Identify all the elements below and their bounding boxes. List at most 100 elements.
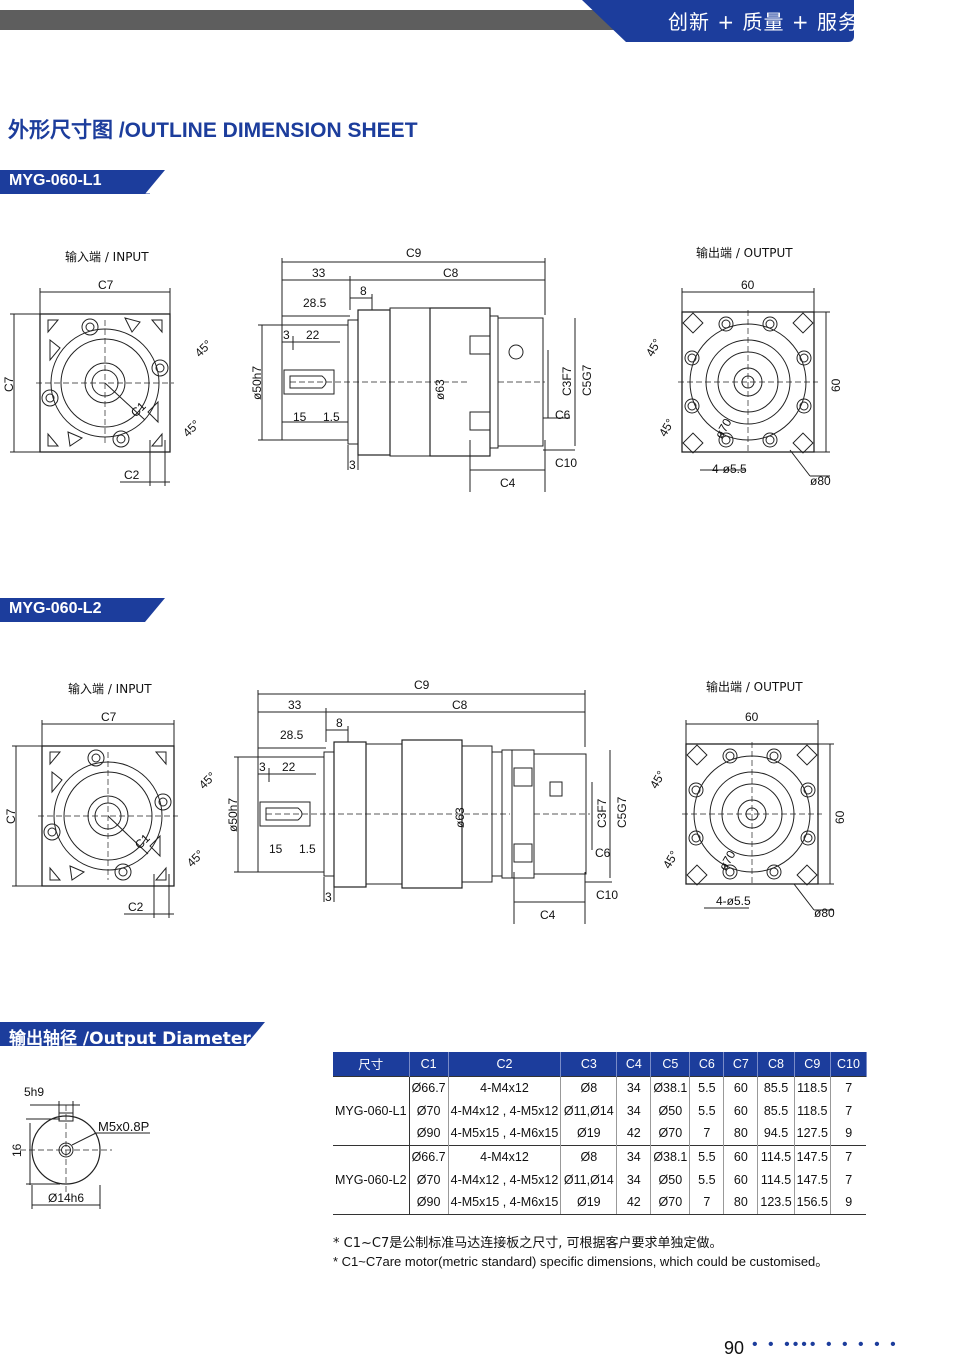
- c5-label-l1: C5G7: [580, 364, 594, 396]
- table-cell: 7: [829, 1099, 867, 1122]
- table-cell: 147.5: [793, 1144, 831, 1168]
- drawing-l2-svg: [12, 690, 834, 924]
- table-cell: 5.5: [689, 1144, 724, 1168]
- table-cell: 34: [616, 1144, 651, 1168]
- table-cell: 60: [723, 1144, 758, 1168]
- shaft-thread-label: M5x0.8P: [98, 1119, 150, 1134]
- dim-80-l1: ø80: [810, 474, 831, 488]
- table-cell: Ø19: [560, 1122, 617, 1145]
- table-cell: 123.5: [757, 1191, 795, 1215]
- table-cell: 114.5: [757, 1144, 795, 1168]
- spec-table: 尺寸 C1 C2 C3 C4 C5 C6 C7 C8 C9 C10 MYG-06…: [333, 1052, 867, 1215]
- table-cell: 94.5: [757, 1122, 795, 1145]
- dim-33-l2: 33: [288, 698, 302, 712]
- table-cell: 5.5: [689, 1168, 724, 1191]
- table-cell: 7: [689, 1191, 724, 1215]
- table-cell: Ø66.7: [409, 1144, 449, 1168]
- table-row: Ø90 4-M5x15 , 4-M6x15 Ø19 42 Ø70 7 80 94…: [333, 1122, 867, 1145]
- c9-label-l2: C9: [414, 678, 430, 692]
- page-title: 外形尺寸图 /OUTLINE DIMENSION SHEET: [8, 119, 418, 142]
- shaft-section-diagram: 5h9 M5x0.8P 16 Ø14h6: [0, 1075, 170, 1215]
- output-label-l2: 输出端 / OUTPUT: [706, 680, 803, 694]
- dim-1-5-l1: 1.5: [323, 410, 340, 424]
- col-header-c9: C9: [794, 1052, 831, 1076]
- table-cell: 114.5: [757, 1168, 795, 1191]
- slogan-tab-shape: [582, 0, 854, 42]
- model-cell-l1: MYG-060-L1: [333, 1075, 410, 1145]
- input-flange-view-l1: [10, 288, 174, 486]
- table-cell: 4-M4x12: [447, 1144, 561, 1168]
- page-number: 90: [724, 1338, 745, 1358]
- table-cell: 9: [829, 1191, 867, 1215]
- dim-50-l2: ø50h7: [226, 797, 240, 832]
- table-cell: 34: [616, 1168, 651, 1191]
- table-cell: 4-M4x12: [447, 1075, 561, 1099]
- output-flange-view-l2: [682, 720, 834, 911]
- table-cell: Ø50: [650, 1099, 690, 1122]
- c4-label-l1: C4: [500, 476, 516, 490]
- table-cell: Ø11,Ø14: [560, 1168, 617, 1191]
- dim-15-l2: 15: [269, 842, 283, 856]
- table-row: Ø70 4-M4x12 , 4-M5x12 Ø11,Ø14 34 Ø50 5.5…: [333, 1168, 867, 1191]
- table-cell: 80: [723, 1122, 758, 1145]
- model-tag-l2-label: MYG-060-L2: [9, 600, 102, 617]
- output-label-l1: 输出端 / OUTPUT: [696, 246, 793, 260]
- table-cell: Ø70: [416, 1172, 441, 1187]
- c7v-label-l1: C7: [2, 376, 16, 392]
- col-header-size: 尺寸: [333, 1052, 410, 1076]
- table-cell: 7: [689, 1122, 724, 1145]
- table-cell: 4-M5x15 , 4-M6x15: [447, 1122, 561, 1145]
- table-cell: Ø70: [650, 1122, 690, 1145]
- dim-22-l1: 22: [306, 328, 320, 342]
- c3-label-l2: C3F7: [595, 798, 609, 828]
- table-cell: 34: [616, 1075, 651, 1099]
- dim-60h-l1: 60: [741, 278, 755, 292]
- c8-label-l2: C8: [452, 698, 468, 712]
- top-gray-bar: [0, 10, 640, 30]
- table-cell: 7: [829, 1075, 867, 1099]
- table-cell: 156.5: [793, 1191, 831, 1215]
- table-row: MYG-060-L1 Ø66.7 4-M4x12 Ø8 34 Ø38.1 5.5…: [333, 1075, 867, 1145]
- table-cell: 60: [723, 1168, 758, 1191]
- col-header-c5: C5: [650, 1052, 691, 1076]
- table-cell: Ø19: [560, 1191, 617, 1215]
- col-header-c7: C7: [723, 1052, 759, 1076]
- table-cell: 7: [829, 1168, 867, 1191]
- table-cell: 85.5: [757, 1099, 795, 1122]
- dim-80-l2: ø80: [814, 906, 835, 920]
- dim-33-l1: 33: [312, 266, 326, 280]
- table-row: MYG-060-L2 Ø66.7 4-M4x12 Ø8 34 Ø38.1 5.5…: [333, 1144, 867, 1215]
- table-cell: 5.5: [689, 1099, 724, 1122]
- model-cell-l2: MYG-060-L2: [333, 1144, 410, 1215]
- table-cell: 7: [829, 1144, 867, 1168]
- note-english: * C1~C7are motor(metric standard) specif…: [333, 1254, 829, 1269]
- table-cell: 5.5: [689, 1075, 724, 1099]
- table-cell: Ø38.1: [650, 1144, 690, 1168]
- dim-3b-l2: 3: [325, 890, 332, 904]
- c5-label-l2: C5G7: [615, 796, 629, 828]
- dim-22-l2: 22: [282, 760, 296, 774]
- shaft-svg: [20, 1101, 150, 1209]
- dim-60v-l1: 60: [829, 378, 843, 392]
- dim-28-5-l2: 28.5: [280, 728, 304, 742]
- col-header-c4: C4: [616, 1052, 652, 1076]
- col-header-c1: C1: [409, 1052, 449, 1076]
- c2-label-l2: C2: [128, 900, 144, 914]
- table-cell: 9: [829, 1122, 867, 1145]
- table-cell: 34: [616, 1099, 651, 1122]
- dim-50-l1: ø50h7: [250, 365, 264, 400]
- shaft-dia-label: Ø14h6: [48, 1191, 85, 1205]
- outline-drawing-l2: 输入端 / INPUT C7 C7 45° 45° C1 C2 C9 C8 33…: [0, 672, 960, 932]
- dim-3a-l1: 3: [283, 328, 290, 342]
- table-cell: Ø90: [409, 1191, 449, 1215]
- table-cell: 4-M4x12 , 4-M5x12: [447, 1099, 561, 1122]
- c3-label-l1: C3F7: [560, 366, 574, 396]
- table-cell: 42: [616, 1191, 651, 1215]
- table-cell: 60: [723, 1075, 758, 1099]
- dim-3a-l2: 3: [259, 760, 266, 774]
- model-tag-l1-label: MYG-060-L1: [9, 172, 102, 189]
- table-row: Ø70 4-M4x12 , 4-M5x12 Ø11,Ø14 34 Ø50 5.5…: [333, 1099, 867, 1122]
- slogan-tab: 创新 + 质量 + 服务: [582, 0, 858, 42]
- c7v-label-l2: C7: [4, 808, 18, 824]
- table-cell: Ø38.1: [650, 1075, 690, 1099]
